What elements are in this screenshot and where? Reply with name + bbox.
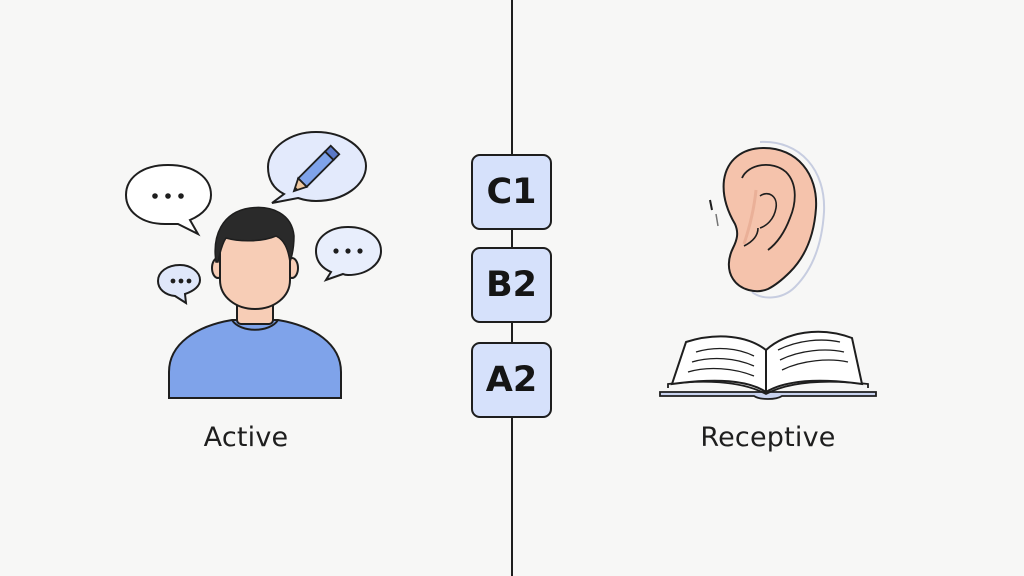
level-badge: A2 xyxy=(471,342,552,418)
open-book-icon xyxy=(659,330,877,400)
level-badge: B2 xyxy=(471,247,552,323)
receptive-label: Receptive xyxy=(700,422,836,453)
level-badge: C1 xyxy=(471,154,552,230)
pencil-icon xyxy=(266,130,368,204)
speech-bubble-icon xyxy=(156,263,202,305)
speech-bubble-icon xyxy=(314,225,383,282)
ear-icon xyxy=(709,140,826,299)
speech-bubble-icon xyxy=(124,163,213,237)
person-icon xyxy=(168,206,342,399)
active-label: Active xyxy=(203,422,289,453)
